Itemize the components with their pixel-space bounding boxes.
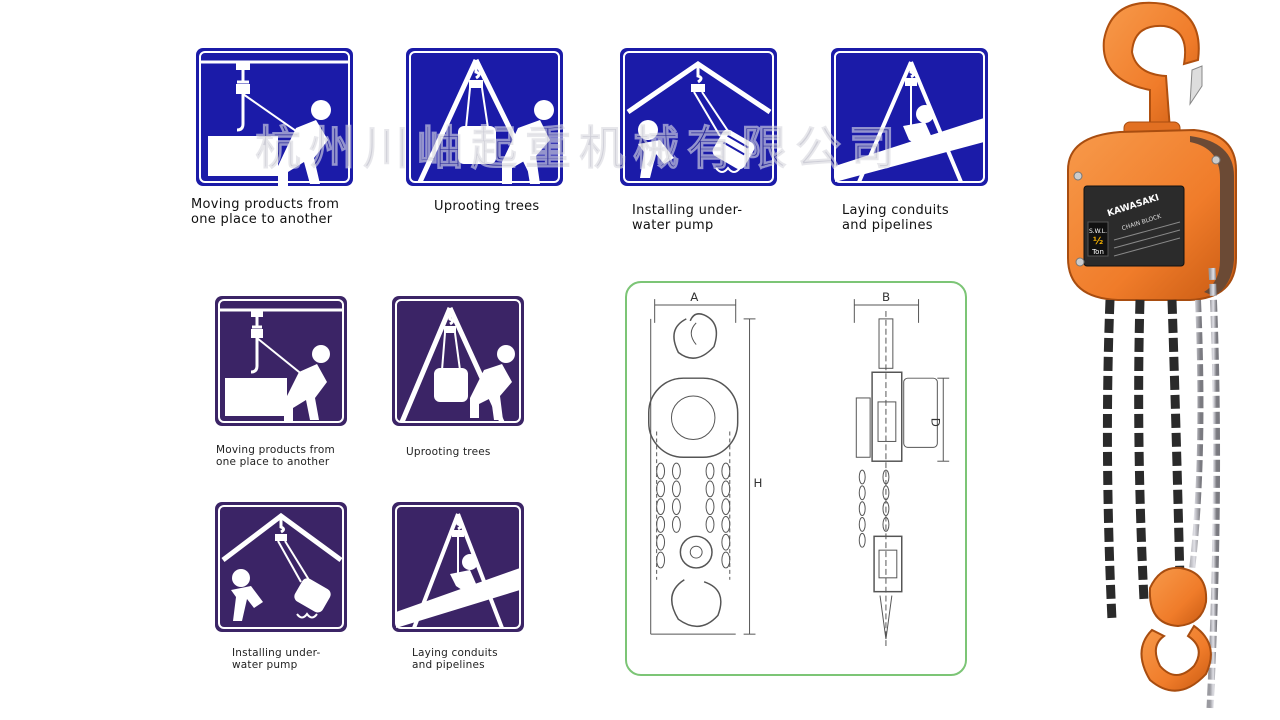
capacity-unit: Ton (1091, 248, 1104, 256)
uprooting-trees-icon (406, 48, 563, 186)
caption-laying-conduits-small: Laying conduits and pipelines (412, 647, 498, 672)
side-view (853, 299, 950, 649)
uprooting-trees-icon (392, 296, 524, 426)
pictogram-installing-pump-blue (620, 48, 777, 186)
pictogram-moving-products-purple (215, 296, 347, 426)
chain-block-product-photo: KAWASAKI CHAIN BLOCK S.W.L. ½ Ton (1040, 0, 1280, 720)
front-view (648, 299, 756, 635)
laying-conduits-icon (392, 502, 524, 632)
company-watermark: 杭州川岫起重机械有限公司 (255, 121, 903, 176)
load-chains (1102, 267, 1221, 709)
dimension-a-label: A (690, 290, 698, 304)
side-chain (858, 469, 890, 548)
dimension-h-label: H (754, 476, 763, 490)
moving-products-icon (196, 48, 353, 186)
dimension-d-label: D (928, 418, 942, 427)
bottom-hook (1140, 624, 1212, 692)
caption-installing-pump: Installing under- water pump (632, 203, 743, 234)
pictogram-moving-products-blue (196, 48, 353, 186)
caption-laying-conduits: Laying conduits and pipelines (842, 203, 949, 234)
caption-uprooting-trees-small: Uprooting trees (406, 446, 491, 458)
capacity-value: ½ (1093, 236, 1103, 247)
chain-block-dimension-drawing: A H B D (648, 290, 950, 649)
pictogram-uprooting-trees-purple (392, 296, 524, 426)
chain-hoist-illustration: KAWASAKI CHAIN BLOCK S.W.L. ½ Ton (1067, 1, 1237, 709)
top-hook (1102, 1, 1200, 131)
pictogram-laying-conduits-purple (392, 502, 524, 632)
bottom-hook-block (1148, 566, 1208, 628)
underwater-pump-icon (620, 48, 777, 186)
left-chain (656, 462, 731, 569)
laying-conduits-icon (831, 48, 988, 186)
caption-installing-pump-small: Installing under- water pump (232, 647, 321, 672)
dimension-b-label: B (882, 290, 890, 304)
nameplate (1083, 185, 1185, 267)
caption-moving-products-small: Moving products from one place to anothe… (216, 444, 335, 469)
pictogram-uprooting-trees-blue (406, 48, 563, 186)
moving-products-icon (215, 296, 347, 426)
caption-moving-products: Moving products from one place to anothe… (191, 197, 340, 228)
dimension-drawing-panel: A H B D (625, 281, 967, 676)
pictogram-installing-pump-purple (215, 502, 347, 632)
swl-label: S.W.L. (1089, 228, 1107, 235)
underwater-pump-icon (215, 502, 347, 632)
pictogram-laying-conduits-blue (831, 48, 988, 186)
caption-uprooting-trees: Uprooting trees (434, 199, 540, 214)
